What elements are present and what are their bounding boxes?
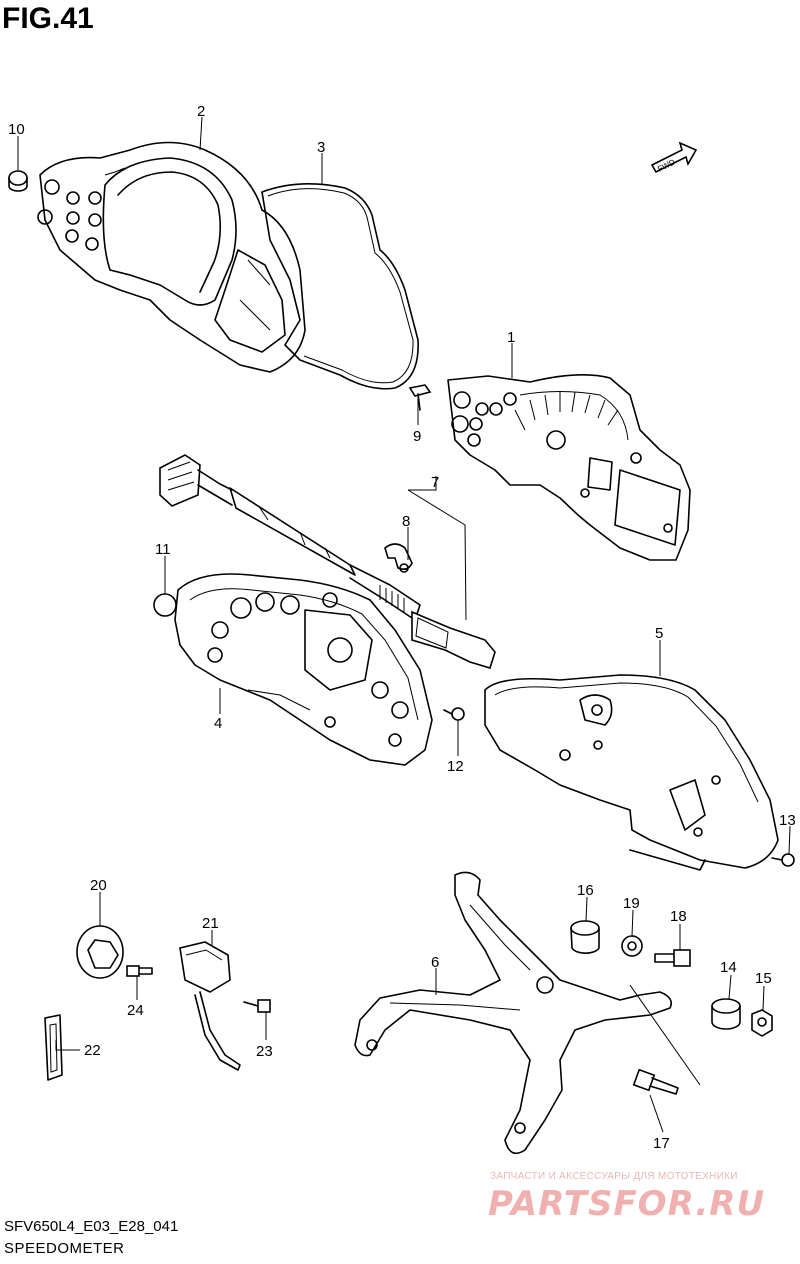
- callout-21: 21: [202, 915, 219, 932]
- callout-23: 23: [256, 1043, 273, 1060]
- callout-11: 11: [155, 541, 171, 558]
- part-6-bracket: [354, 871, 673, 1155]
- callout-5: 5: [655, 625, 663, 642]
- watermark-brand: PARTSFOR.RU: [488, 1184, 766, 1224]
- callout-8: 8: [402, 513, 410, 530]
- part-14-grommet: [711, 998, 741, 1030]
- watermark-tagline: ЗАПЧАСТИ И АКСЕССУАРЫ ДЛЯ МОТОТЕХНИКИ: [490, 1171, 738, 1182]
- part-17-bolt: [632, 1068, 679, 1095]
- callout-7: 7: [431, 474, 439, 491]
- forward-direction-arrow: FWD: [650, 141, 698, 174]
- callout-4: 4: [214, 715, 222, 732]
- leader-lines: [17, 116, 791, 1133]
- part-18-bolt: [654, 949, 691, 967]
- callout-13: 13: [779, 812, 796, 829]
- model-code: SFV650L4_E03_E28_041: [4, 1218, 179, 1235]
- part-13-screw: [771, 853, 795, 867]
- part-12-screw: [443, 707, 465, 721]
- callout-9: 9: [413, 428, 421, 445]
- part-7-wiring-harness: [159, 454, 496, 669]
- part-21-switch: [179, 941, 241, 1071]
- callout-1: 1: [507, 329, 515, 346]
- section-name: SPEEDOMETER: [4, 1240, 125, 1257]
- part-15-nut: [751, 1009, 773, 1037]
- part-5-rear-cover: [484, 674, 779, 871]
- callout-labels: 1 2 3 4 5 6 7 8 9 10 11 12 13 14 15 16 1…: [8, 103, 796, 1152]
- part-8-clamp: [384, 543, 413, 573]
- figure-title: FIG.41: [2, 2, 94, 35]
- callout-18: 18: [670, 908, 687, 925]
- part-20-grommet: [76, 925, 124, 979]
- part-24-screw: [126, 965, 153, 977]
- callout-17: 17: [653, 1135, 670, 1152]
- part-16-grommet: [570, 920, 600, 954]
- part-23-screw: [243, 999, 271, 1013]
- part-10-cap: [8, 170, 28, 192]
- callout-6: 6: [431, 954, 439, 971]
- callout-14: 14: [720, 959, 737, 976]
- callout-3: 3: [317, 139, 325, 156]
- part-2-meter-cover: [37, 141, 306, 373]
- callout-16: 16: [577, 882, 594, 899]
- callout-19: 19: [623, 895, 640, 912]
- callout-24: 24: [127, 1002, 144, 1019]
- part-19-washer: [621, 935, 643, 957]
- callout-20: 20: [90, 877, 107, 894]
- part-9-screw: [408, 384, 432, 411]
- callout-22: 22: [84, 1042, 101, 1059]
- part-4-lower-case: [174, 573, 433, 766]
- part-3-gasket: [261, 183, 419, 390]
- callout-2: 2: [197, 103, 205, 120]
- callout-12: 12: [447, 758, 464, 775]
- part-22-clamp: [44, 1014, 63, 1081]
- part-1-instrument-cluster: [447, 374, 691, 561]
- callout-10: 10: [8, 121, 25, 138]
- callout-15: 15: [755, 970, 772, 987]
- part-11-cap: [153, 593, 177, 617]
